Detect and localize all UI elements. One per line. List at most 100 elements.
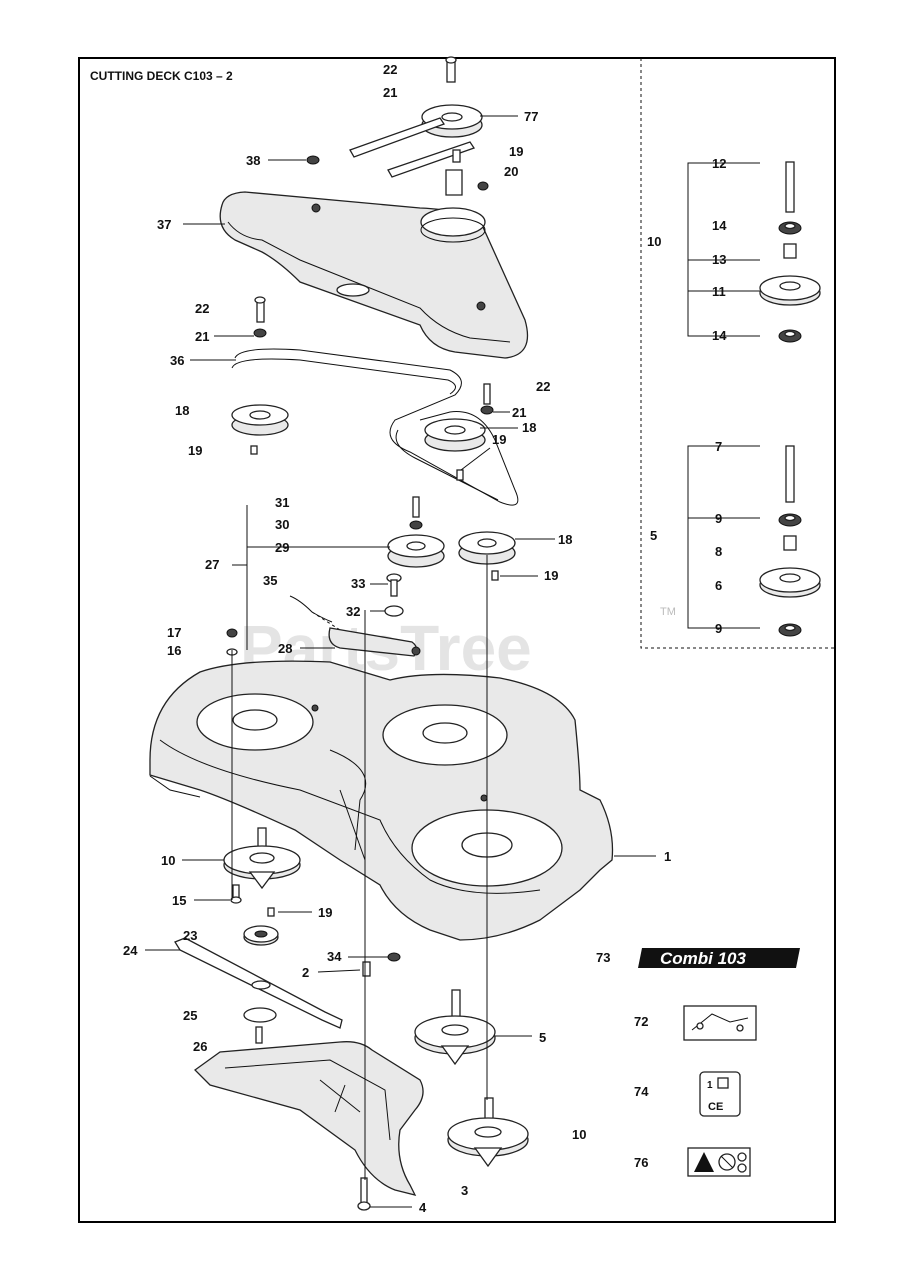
inset-callout-13: 13 <box>712 252 726 267</box>
inset-callout-8: 8 <box>715 544 722 559</box>
callout-3: 3 <box>461 1183 468 1198</box>
nut-34 <box>387 952 401 962</box>
callout-19: 19 <box>544 568 558 583</box>
bolt-washer-21-22-left <box>253 296 267 338</box>
deflector-26 <box>193 1041 424 1196</box>
callout-38: 38 <box>246 153 260 168</box>
inset-callout-5: 5 <box>650 528 657 543</box>
pulley-18-right <box>458 531 516 581</box>
inset-spindle-5-parts <box>759 445 821 637</box>
callout-19: 19 <box>188 443 202 458</box>
inset-callout-9: 9 <box>715 621 722 636</box>
callout-15: 15 <box>172 893 186 908</box>
ce-mark: CE <box>708 1101 723 1113</box>
callout-18: 18 <box>558 532 572 547</box>
callout-22: 22 <box>536 379 550 394</box>
callout-4: 4 <box>419 1200 427 1215</box>
bolt-2 <box>362 961 371 977</box>
callout-19: 19 <box>492 432 506 447</box>
spindle-5 <box>414 989 496 1066</box>
pulley-18-center <box>424 383 494 481</box>
inset-callout-14: 14 <box>712 328 727 343</box>
inset-callout-12: 12 <box>712 156 726 171</box>
inset-divider <box>640 58 834 649</box>
decal-74-ce: 1 CE <box>699 1071 741 1117</box>
callout-10: 10 <box>161 853 175 868</box>
bolt-33 <box>386 573 402 597</box>
callout-35: 35 <box>263 573 277 588</box>
key-pin <box>452 149 461 163</box>
callout-21: 21 <box>195 329 209 344</box>
callout-27: 27 <box>205 557 219 572</box>
inset-spindle-10-parts <box>759 161 821 343</box>
nut-38 <box>306 155 320 165</box>
decal-76-warning <box>687 1147 751 1177</box>
inset-callout-7: 7 <box>715 439 722 454</box>
callout-23: 23 <box>183 928 197 943</box>
callout-36: 36 <box>170 353 184 368</box>
callout-labels: 22 21 77 19 20 38 37 22 21 36 18 19 22 2… <box>123 62 727 1215</box>
svg-text:1: 1 <box>707 1080 713 1091</box>
cover-hub <box>420 207 486 237</box>
callout-10: 10 <box>572 1127 586 1142</box>
callout-31: 31 <box>275 495 289 510</box>
callout-2: 2 <box>302 965 309 980</box>
callout-77: 77 <box>524 109 538 124</box>
blade-bolt <box>255 1026 263 1044</box>
washer-25 <box>243 1007 277 1023</box>
watermark-trademark: TM <box>660 606 676 618</box>
callout-74: 74 <box>634 1084 649 1099</box>
callout-5: 5 <box>539 1030 546 1045</box>
nut-top <box>477 181 489 191</box>
inset-callout-14: 14 <box>712 218 727 233</box>
callout-19: 19 <box>318 905 332 920</box>
callout-21: 21 <box>512 405 526 420</box>
idler-arm-28 <box>328 627 418 657</box>
washer-32 <box>384 605 404 617</box>
badge-text: Combi 103 <box>660 949 747 968</box>
callout-73: 73 <box>596 950 610 965</box>
bushing-20 <box>445 169 463 196</box>
callout-22: 22 <box>383 62 397 77</box>
callout-20: 20 <box>504 164 518 179</box>
callout-72: 72 <box>634 1014 648 1029</box>
bolt-4 <box>357 1177 371 1211</box>
diagram-title: CUTTING DECK C103 – 2 <box>90 69 233 83</box>
bolt-15 <box>230 884 242 904</box>
callout-37: 37 <box>157 217 171 232</box>
inset-callout-9: 9 <box>715 511 722 526</box>
idler-pulley-29 <box>387 496 445 568</box>
callout-28: 28 <box>278 641 292 656</box>
inset-callout-6: 6 <box>715 578 722 593</box>
decal-72 <box>683 1005 757 1041</box>
callout-1: 1 <box>664 849 671 864</box>
callout-18: 18 <box>175 403 189 418</box>
callout-22: 22 <box>195 301 209 316</box>
key-19-lower <box>267 907 275 917</box>
callout-34: 34 <box>327 949 342 964</box>
belt-strip-upper <box>349 117 445 158</box>
callout-24: 24 <box>123 943 138 958</box>
inset-callout-11: 11 <box>712 284 726 299</box>
callout-26: 26 <box>193 1039 207 1054</box>
callout-18: 18 <box>522 420 536 435</box>
inset-callout-10: 10 <box>647 234 661 249</box>
callout-19: 19 <box>509 144 523 159</box>
drive-belt-36 <box>234 348 519 506</box>
inset-bracket-5 <box>687 445 760 629</box>
callout-30: 30 <box>275 517 289 532</box>
diagram-frame <box>78 57 836 1223</box>
callout-17: 17 <box>167 625 181 640</box>
callout-16: 16 <box>167 643 181 658</box>
spindle-10-left <box>223 827 301 890</box>
inset-bracket-10 <box>687 162 760 337</box>
callout-25: 25 <box>183 1008 197 1023</box>
leader-lines <box>145 115 656 1208</box>
callout-32: 32 <box>346 604 360 619</box>
pulley-18-left <box>231 404 289 455</box>
callout-76: 76 <box>634 1155 648 1170</box>
callout-33: 33 <box>351 576 365 591</box>
callout-29: 29 <box>275 540 289 555</box>
decal-73-combi-103: Combi 103 <box>638 948 800 968</box>
